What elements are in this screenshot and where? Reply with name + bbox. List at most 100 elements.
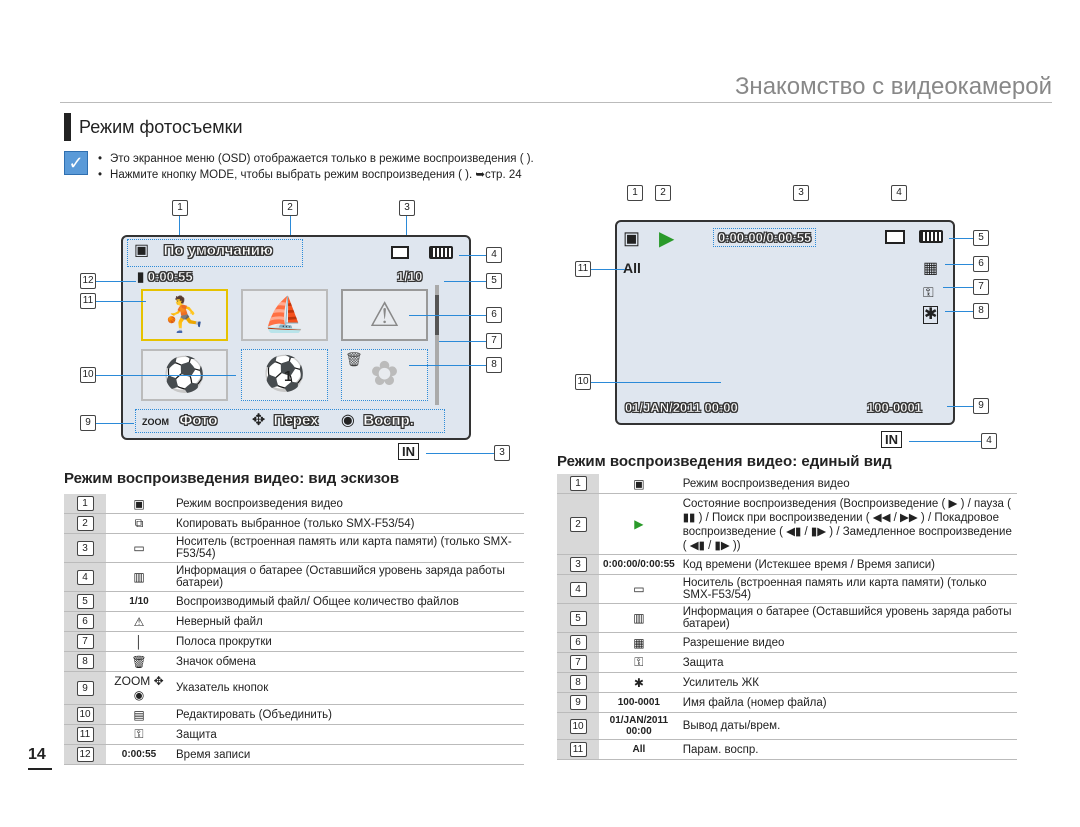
lcd-screen-thumbnails: ▣ По умолчанию ▮ 0:00:55 1/10 ⛹ ⛵ ⚠ ⚽ ⚽1… — [121, 235, 471, 440]
table-row: 11⚿Защита — [64, 724, 524, 745]
section-bar — [64, 113, 71, 141]
row-description: Копировать выбранное (только SMX-F53/54) — [172, 513, 524, 534]
key-icon: ⚿ — [923, 284, 934, 300]
row-description: Режим воспроизведения видео — [172, 494, 524, 514]
storage-icon — [885, 230, 905, 244]
note-2: Нажмите кнопку MODE, чтобы выбрать режим… — [98, 167, 658, 183]
storage-icon: ▭ — [106, 533, 172, 563]
row-description: Информация о батарее (Оставшийся уровень… — [678, 603, 1017, 633]
zoom-icon: ZOOM ✥ ◉ — [106, 671, 172, 705]
row-number: 9 — [557, 692, 599, 713]
row-number: 9 — [64, 671, 106, 705]
row-number: 4 — [557, 574, 599, 604]
rec-icon: ▮ — [137, 269, 145, 284]
row-description: Неверный файл — [172, 611, 524, 632]
table-row: 5▥Информация о батарее (Оставшийся урове… — [557, 603, 1017, 633]
play-label: Воспр. — [363, 412, 414, 429]
thumbnail-2[interactable]: ⛵ — [241, 289, 328, 341]
row-description: Защита — [172, 724, 524, 745]
thumbnail-diagram: 1 2 3 ▣ По умолчанию ▮ 0:00:55 1/10 ⛹ ⛵ … — [64, 195, 514, 461]
datetime: 01/JAN/2011 00:00 — [625, 400, 738, 415]
trash-icon: 🗑 — [106, 651, 172, 672]
row-number: 3 — [64, 533, 106, 563]
right-table-title: Режим воспроизведения видео: единый вид — [557, 453, 892, 470]
callout-8: 8 — [486, 357, 502, 373]
timecode: 0:00:00/0:00:55 — [713, 228, 817, 247]
callout-7: 7 — [486, 333, 502, 349]
note-1: Это экранное меню (OSD) отображается тол… — [98, 151, 658, 167]
table-row: 3▭Носитель (встроенная память или карта … — [64, 533, 524, 563]
r-callout-5: 5 — [973, 230, 989, 246]
table-row: 6⚠Неверный файл — [64, 611, 524, 632]
scrollbar-icon: │ — [106, 631, 172, 652]
rec-time: ▮ 0:00:55 — [137, 269, 193, 284]
battery-icon — [919, 230, 943, 243]
play-mode-icon: ▣ — [106, 494, 172, 514]
callout-6: 6 — [486, 307, 502, 323]
table-row: 7│Полоса прокрутки — [64, 631, 524, 652]
row-icon-text: 1/10 — [106, 591, 172, 612]
row-number: 11 — [64, 724, 106, 745]
row-number: 5 — [557, 603, 599, 633]
row-number: 10 — [557, 712, 599, 740]
r-callout-6: 6 — [973, 256, 989, 272]
row-icon-text: 100-0001 — [599, 692, 679, 713]
row-description: Парам. воспр. — [678, 739, 1017, 760]
scrollbar[interactable] — [435, 285, 439, 405]
thumbnail-6[interactable]: ✿🗑 — [341, 349, 428, 401]
callout-4: 4 — [486, 247, 502, 263]
r-callout-3: 3 — [793, 185, 809, 201]
table-row: 6▦Разрешение видео — [557, 632, 1017, 653]
section-title: Режим фотосъемки — [64, 113, 243, 141]
row-icon-text: 0:00:00/0:00:55 — [599, 554, 679, 575]
ok-icon: ◉ — [340, 412, 355, 429]
thumbnail-1[interactable]: ⛹ — [141, 289, 228, 341]
resolution-icon: ▦ — [599, 632, 679, 653]
play-mode-icon: ▣ — [134, 242, 150, 259]
file-count: 1/10 — [397, 269, 423, 284]
r-callout-9: 9 — [973, 398, 989, 414]
thumbnail-5[interactable]: ⚽1 — [241, 349, 328, 401]
table-row: 1▣Режим воспроизведения видео — [557, 474, 1017, 494]
r-callout-11: 11 — [575, 261, 591, 277]
row-description: Полоса прокрутки — [172, 631, 524, 652]
row-number: 2 — [557, 493, 599, 555]
all-label: All — [623, 260, 641, 276]
row-description: Усилитель ЖК — [678, 672, 1017, 693]
photo-label: Фото — [179, 412, 218, 429]
r-callout-4: 4 — [891, 185, 907, 201]
table-row: 4▥Информация о батарее (Оставшийся урове… — [64, 562, 524, 592]
r-callout-8: 8 — [973, 303, 989, 319]
page-number-rule — [28, 768, 52, 770]
row-number: 8 — [64, 651, 106, 672]
edit-icon: ▤ — [106, 704, 172, 725]
play-icon: ▶ — [659, 228, 675, 250]
row-description: Указатель кнопок — [172, 671, 524, 705]
row-description: Код времени (Истекшее время / Время запи… — [678, 554, 1017, 575]
play-mode-icon: ▣ — [623, 228, 641, 248]
row-number: 5 — [64, 591, 106, 612]
row-description: Разрешение видео — [678, 632, 1017, 653]
callout-10: 10 — [80, 367, 96, 383]
row-icon-text: 01/JAN/2011 00:00 — [599, 712, 679, 740]
callout-3b: 3 — [494, 445, 510, 461]
row-description: Состояние воспроизведения (Воспроизведен… — [678, 493, 1017, 555]
internal-memory-icon: IN — [398, 443, 419, 460]
internal-memory-icon: IN — [881, 431, 902, 448]
button-guide: ZOOM Фото ✥ Перех ◉ Воспр. — [135, 409, 445, 433]
check-icon: ✓ — [64, 151, 88, 175]
page-number: 14 — [28, 746, 46, 763]
storage-icon: ▭ — [599, 574, 679, 604]
callout-5: 5 — [486, 273, 502, 289]
row-number: 7 — [557, 652, 599, 673]
table-row: 2▶Состояние воспроизведения (Воспроизвед… — [557, 493, 1017, 555]
move-label: Перех — [273, 412, 319, 429]
callout-1: 1 — [172, 200, 188, 216]
storage-icon — [391, 246, 409, 259]
